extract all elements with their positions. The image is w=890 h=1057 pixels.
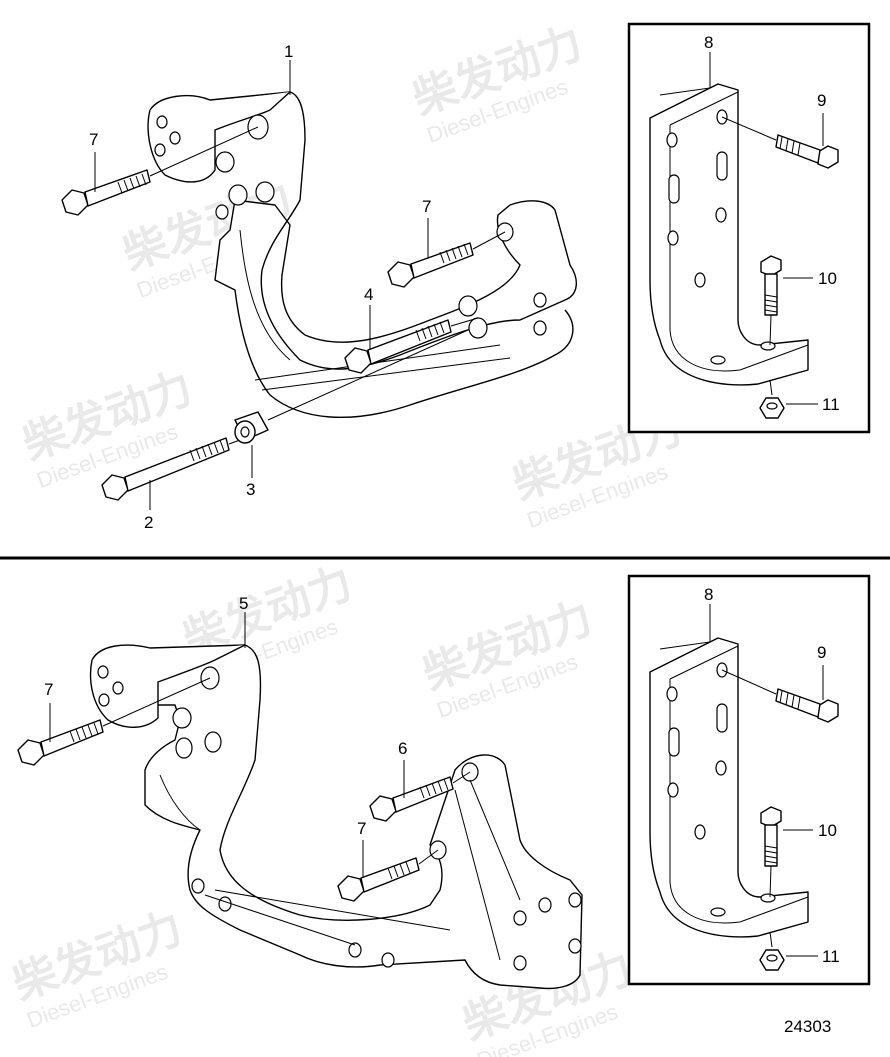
- callout-label: 3: [246, 480, 255, 499]
- callout-label: 7: [89, 130, 98, 149]
- callout-label: 2: [144, 513, 153, 532]
- callout-label: 8: [704, 585, 713, 604]
- bottom-bolt-7b: [337, 849, 439, 902]
- bottom-inset-angle-bracket: [649, 637, 809, 938]
- bottom-inset-box: 8 9 10 11: [627, 574, 871, 986]
- figure-number: 24303: [784, 1017, 831, 1036]
- callout-label: 11: [822, 395, 840, 414]
- callout-label: 4: [364, 285, 373, 304]
- callout-label: 8: [704, 33, 713, 52]
- top-spacer-3: [234, 329, 469, 444]
- bottom-bracket-assembly: [89, 644, 583, 990]
- bottom-bracket-plate: [89, 644, 246, 728]
- bottom-bolt-7a: [17, 677, 211, 766]
- top-callouts: 1 7 7 4 2 3: [89, 42, 431, 532]
- callout-label: 7: [44, 680, 53, 699]
- callout-label: 10: [818, 269, 837, 288]
- top-bolt-7b: [387, 231, 506, 288]
- top-bolt-4: [344, 317, 479, 374]
- top-bracket-assembly: [147, 91, 577, 418]
- callout-label: 1: [284, 42, 293, 61]
- callout-label: 7: [422, 197, 431, 216]
- top-bolt-2: [101, 437, 241, 501]
- callout-label: 7: [357, 819, 366, 838]
- callout-label: 10: [818, 821, 837, 840]
- top-bracket-plate: [147, 91, 291, 183]
- callout-label: 11: [822, 947, 840, 966]
- bottom-bolt-6: [369, 771, 471, 822]
- bottom-bracket-body: [91, 644, 583, 990]
- top-inset-box: 8 9 10 11: [627, 22, 871, 434]
- top-bolt-7a: [61, 126, 259, 216]
- callout-label: 9: [817, 643, 826, 662]
- callout-label: 6: [398, 739, 407, 758]
- callout-label: 9: [817, 91, 826, 110]
- bottom-callouts: 5 7 6 7: [44, 594, 407, 878]
- callout-label: 5: [239, 594, 248, 613]
- top-inset-angle-bracket: [649, 83, 809, 386]
